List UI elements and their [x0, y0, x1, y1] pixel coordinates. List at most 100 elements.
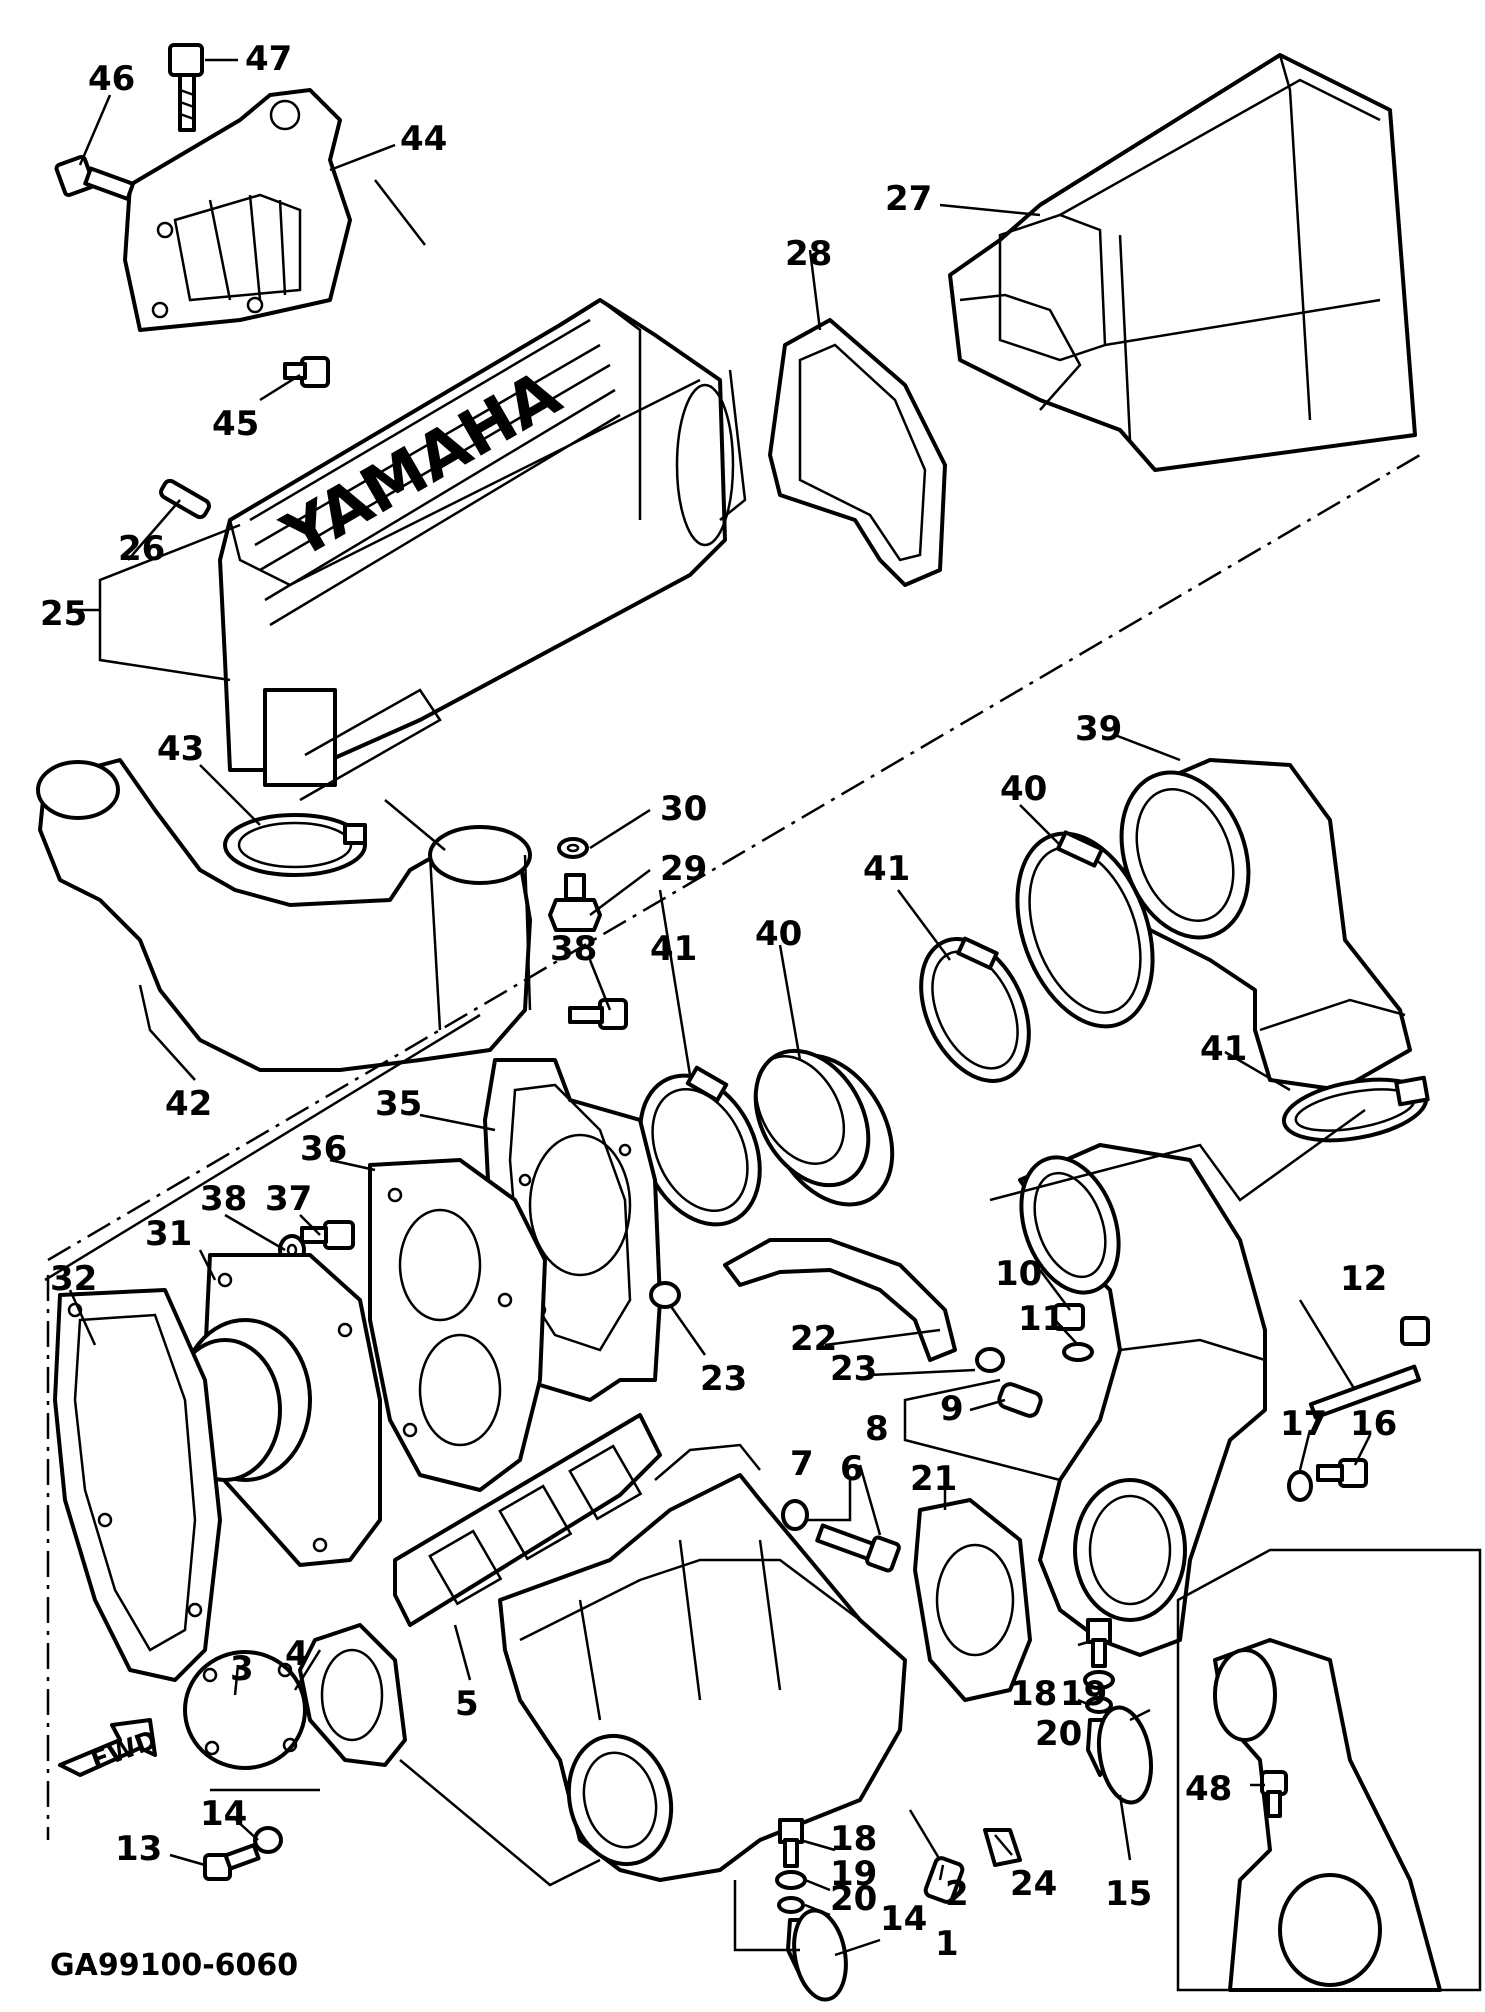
callout-33: 35 [375, 1084, 422, 1124]
callout-46: 46 [88, 59, 135, 99]
callout-18-upper: 18 [1010, 1674, 1057, 1714]
callout-38: 39 [1075, 709, 1122, 749]
leader-lines [68, 58, 1372, 1957]
part-11-washer [1062, 1342, 1094, 1362]
callout-30: 30 [660, 789, 707, 829]
part-8-elbow [1018, 1143, 1267, 1657]
callout-2: 2 [945, 1874, 969, 1914]
callout-6: 6 [840, 1449, 864, 1489]
callout-47: 47 [245, 39, 292, 79]
callout-41-upper: 41 [863, 849, 910, 889]
callout-39: 40 [755, 914, 802, 954]
part-28-gasket [768, 318, 947, 587]
part-17-washer [1287, 1470, 1313, 1502]
callout-17: 17 [1280, 1404, 1327, 1444]
part-40-clamp-lower [1281, 1075, 1430, 1143]
callout-7: 7 [790, 1444, 814, 1484]
callout-26: 26 [118, 529, 165, 569]
callout-15-upper: 15 [1105, 1874, 1152, 1914]
part-26-pin [159, 478, 211, 520]
part-22-hose [723, 1238, 957, 1362]
callout-24: 24 [1010, 1864, 1057, 1904]
fwd-arrow-icon: FWD [58, 1718, 161, 1777]
part-18-bolt-upper [1086, 1618, 1112, 1668]
inset-box [1176, 1548, 1482, 1992]
callout-3: 3 [230, 1649, 254, 1689]
callout-5: 5 [455, 1684, 479, 1724]
callout-32: 32 [50, 1259, 97, 1299]
callout-23-left: 23 [700, 1359, 747, 1399]
part-18-bolt-lower [778, 1818, 804, 1868]
part-48-bolt [1260, 1770, 1288, 1818]
callout-8: 8 [865, 1409, 889, 1449]
part-47-bolt [168, 43, 204, 132]
callout-10: 10 [995, 1254, 1042, 1294]
callout-42: 42 [165, 1084, 212, 1124]
callout-15-lower: 14 [880, 1899, 927, 1939]
callout-44: 44 [400, 119, 447, 159]
part-9-nipple [997, 1382, 1043, 1418]
part-39-hose [753, 1048, 895, 1207]
part-21-gasket [913, 1498, 1032, 1702]
part-2-nipple [923, 1856, 965, 1904]
part-7-washer [781, 1499, 809, 1531]
part-16-bolt [1316, 1458, 1368, 1488]
part-13-bolt [203, 1843, 261, 1881]
callout-48: 48 [1185, 1769, 1232, 1809]
callout-45: 45 [212, 404, 259, 444]
callout-21: 21 [910, 1459, 957, 1499]
callout-19-lower: 19 [830, 1854, 877, 1894]
part-12-bolt [1308, 1316, 1430, 1420]
part-4-gasket [298, 1623, 407, 1767]
callout-22: 22 [790, 1319, 837, 1359]
part-6-bolt [815, 1523, 901, 1573]
callout-18-lower: 18 [830, 1819, 877, 1859]
part-44-bracket [123, 88, 352, 332]
part-24-clip [983, 1828, 1022, 1867]
part-23-clip-left [649, 1281, 681, 1309]
callout-numbers: 47 46 44 45 26 25 27 28 43 30 29 42 39 4… [40, 39, 1397, 1983]
part-14-washer [253, 1826, 283, 1854]
callout-14: 14 [200, 1794, 247, 1834]
callout-41-lower: 41 [650, 929, 697, 969]
part-23-clip-right [975, 1347, 1005, 1373]
callout-36: 38 [200, 1179, 247, 1219]
callout-13: 13 [115, 1829, 162, 1869]
part-41-clamp-upper [919, 936, 1031, 1083]
part-10-plug [1053, 1303, 1085, 1331]
part-41-clamp-lower [638, 1065, 762, 1227]
part-27-silencer [948, 53, 1417, 472]
callout-25: 25 [40, 594, 87, 634]
callout-31: 31 [145, 1214, 192, 1254]
callout-27: 27 [885, 179, 932, 219]
callout-23-right: 23 [830, 1349, 877, 1389]
callout-9: 9 [940, 1389, 964, 1429]
callout-1: 1 [935, 1924, 959, 1964]
callout-40-lower: 41 [1200, 1029, 1247, 1069]
callout-20-lower: 20 [830, 1879, 877, 1919]
callout-28: 28 [785, 234, 832, 274]
callout-16: 16 [1350, 1404, 1397, 1444]
callout-29: 29 [660, 849, 707, 889]
part-1-manifold [498, 1443, 907, 1882]
part-42-pipe [36, 758, 532, 1072]
part-37-bolt [568, 998, 628, 1030]
callout-34: 36 [300, 1129, 347, 1169]
part-34-gasket [368, 1158, 547, 1492]
callout-35: 37 [265, 1179, 312, 1219]
part-15-fitting-upper [1086, 1705, 1153, 1805]
callout-20-upper: 20 [1035, 1714, 1082, 1754]
part-46-bolt [54, 154, 136, 201]
part-5-gasket [393, 1413, 662, 1627]
part-15-fitting-lower [786, 1908, 848, 2002]
diagram-code: GA99100-6060 [50, 1948, 298, 1983]
part-45-bolt [283, 356, 330, 388]
part-19-washer-upper [1083, 1670, 1115, 1690]
part-43-clamp [223, 813, 367, 877]
part-29-nut [548, 873, 602, 932]
part-3-cover [183, 1650, 307, 1770]
part-30-washer [557, 837, 589, 859]
callout-40-upper: 40 [1000, 769, 1047, 809]
callout-37: 38 [550, 929, 597, 969]
